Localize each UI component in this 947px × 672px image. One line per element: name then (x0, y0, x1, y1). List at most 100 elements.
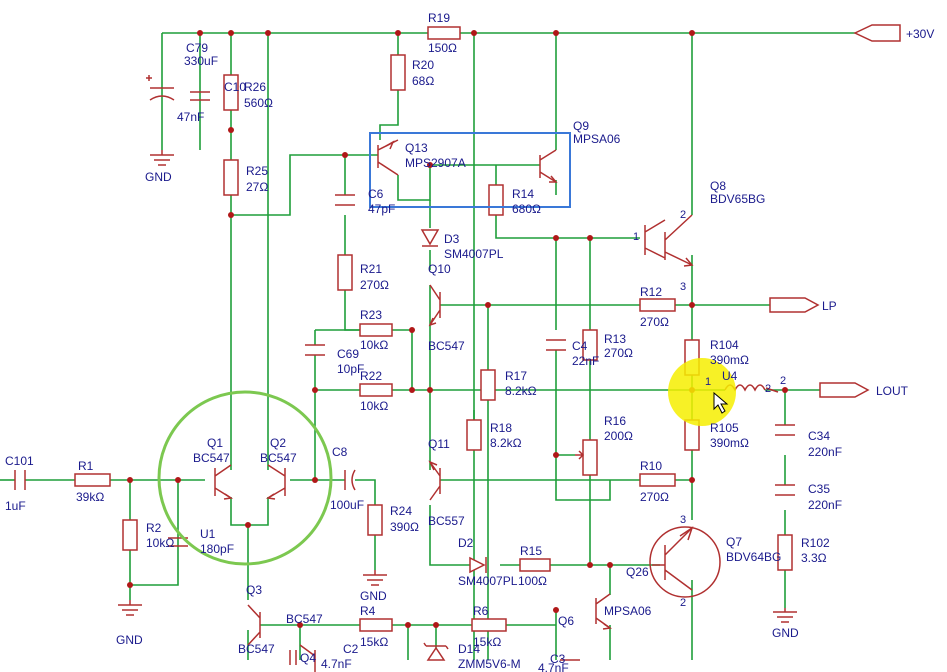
u4-pin-2a: 2 (765, 383, 771, 395)
capacitor-c35 (775, 484, 795, 496)
c2-val: 4.7nF (321, 657, 352, 671)
resistor-r20 (390, 54, 406, 91)
r18-val: 8.2kΩ (490, 436, 522, 450)
c2-ref: C2 (343, 642, 359, 656)
r26-val: 560Ω (244, 96, 273, 110)
r2-val: 10kΩ (146, 536, 174, 550)
resistor-r25 (223, 159, 239, 196)
c35-val: 220nF (808, 498, 842, 512)
q9-val: MPSA06 (573, 132, 621, 146)
gnd-label-2: GND (116, 633, 143, 647)
r19-val: 150Ω (428, 41, 457, 55)
r102-ref: R102 (801, 536, 830, 550)
transistor-q13 (377, 139, 399, 176)
capacitor-c34 (775, 424, 795, 436)
resistor-r19 (427, 26, 461, 40)
u4-pin-1: 1 (705, 376, 711, 388)
highlight-circle (157, 390, 333, 566)
r104-val: 390mΩ (710, 353, 749, 367)
transistor-q3 (247, 604, 261, 646)
c34-val: 220nF (808, 445, 842, 459)
r105-val: 390mΩ (710, 436, 749, 450)
resistor-r12 (639, 298, 676, 312)
r25-ref: R25 (246, 164, 268, 178)
q2-val: BC547 (260, 451, 297, 465)
net-ports[interactable] (769, 24, 901, 398)
resistor-r4 (359, 618, 393, 632)
transistor-q11 (428, 460, 441, 501)
r24-val: 390Ω (390, 520, 419, 534)
c69-ref: C69 (337, 347, 359, 361)
cursor-glow (668, 358, 736, 426)
r23-ref: R23 (360, 308, 382, 322)
r13-val: 270Ω (604, 346, 633, 360)
r19-ref: R19 (428, 11, 450, 25)
q4-ref: Q4 (300, 651, 316, 665)
capacitor-c6 (335, 194, 355, 206)
q13-ref: Q13 (405, 141, 428, 155)
resistor-r13 (582, 329, 598, 361)
resistor-r17 (480, 369, 496, 401)
r22-ref: R22 (360, 369, 382, 383)
r16-ref: R16 (604, 414, 626, 428)
diode-d3 (420, 229, 440, 247)
port-lout (819, 382, 870, 398)
q8-val: BDV65BG (710, 192, 765, 206)
u1-ref: U1 (200, 527, 216, 541)
r6-ref: R6 (473, 604, 489, 618)
r13-ref: R13 (604, 332, 626, 346)
q7-pin-3: 3 (680, 514, 686, 526)
transistors[interactable] (214, 139, 721, 672)
r18-ref: R18 (490, 421, 512, 435)
q1-val: BC547 (193, 451, 230, 465)
c8-ref: C8 (332, 445, 348, 459)
resistor-r21 (337, 254, 353, 291)
r14-ref: R14 (512, 187, 534, 201)
resistors[interactable] (74, 26, 793, 632)
r1-ref: R1 (78, 459, 94, 473)
c10-val: 47nF (177, 110, 204, 124)
r104-ref: R104 (710, 338, 739, 352)
c79-val: 330uF (184, 54, 218, 68)
r102-val: 3.3Ω (801, 551, 827, 565)
transistor-q8 (644, 214, 694, 267)
q10-val: BC547 (428, 339, 465, 353)
capacitors[interactable] (14, 75, 795, 665)
r16-val: 200Ω (604, 429, 633, 443)
transistor-q9 (539, 149, 558, 183)
resistor-r10 (639, 473, 676, 487)
r105-ref: R105 (710, 421, 739, 435)
q6-ref: Q6 (558, 614, 574, 628)
d2-val: SM4007PL (458, 574, 518, 588)
q8-pin-3: 3 (680, 281, 686, 293)
c34-ref: C34 (808, 429, 830, 443)
resistor-r1 (74, 473, 111, 487)
selection-box[interactable] (369, 132, 571, 208)
q7-val: BDV64BG (726, 550, 781, 564)
capacitor-c8 (344, 469, 356, 491)
d14-ref: D14 (458, 642, 480, 656)
q6-val: MPSA06 (604, 604, 652, 618)
resistor-r18 (466, 419, 482, 451)
d14-val: ZMM5V6-M (458, 657, 521, 671)
c101-val: 1uF (5, 499, 26, 513)
labels: +30V LP LOUT C79 330uF C10 47nF R26 560Ω… (5, 11, 934, 672)
capacitor-c101 (14, 470, 26, 490)
capacitor-c4 (546, 339, 566, 351)
c35-ref: C35 (808, 482, 830, 496)
resistor-r16-pot (582, 439, 598, 476)
gnd-label-1: GND (145, 170, 172, 184)
resistor-r23 (359, 323, 393, 337)
diodes[interactable] (420, 229, 487, 661)
r16-wiper-arrow (575, 450, 585, 460)
r1-val: 39kΩ (76, 490, 104, 504)
r15-val: 100Ω (518, 574, 547, 588)
resistor-r14 (488, 184, 504, 216)
ground-symbols (118, 150, 797, 623)
r4-val: 15kΩ (360, 635, 388, 649)
zener-d14 (423, 642, 449, 661)
r6-val: 15kΩ (473, 635, 501, 649)
junctions (127, 30, 788, 628)
c69-val: 10pF (337, 362, 364, 376)
